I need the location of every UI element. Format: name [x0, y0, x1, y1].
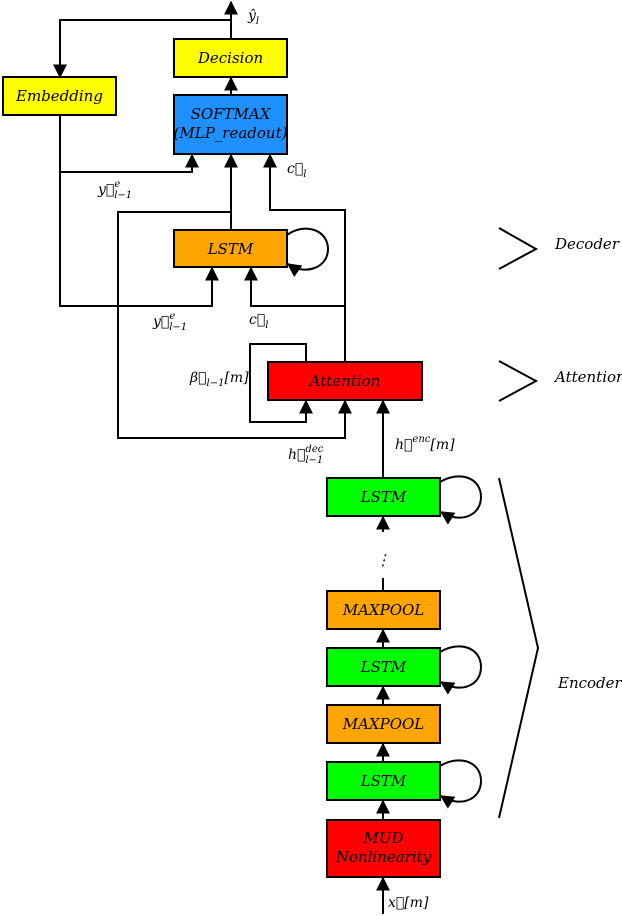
decoder-group-label: Decoder [554, 235, 620, 253]
edge-context-to-decoder-lstm [244, 266, 345, 307]
node-maxpool-upper: MAXPOOL [326, 590, 441, 630]
encoder-lstm-mid-self-loop [439, 645, 483, 695]
node-embedding: Embedding [2, 76, 117, 116]
node-decision: Decision [173, 38, 288, 78]
edge-output-to-embedding [53, 19, 231, 79]
recurrent-loops [286, 227, 483, 809]
signal-x-input: x⃗[m] [388, 895, 429, 911]
edge-context-to-softmax [263, 153, 346, 362]
edge-embedding-to-decoder-lstm [59, 172, 219, 307]
edge-decoder-state-to-attention [117, 211, 352, 439]
decoder-lstm-self-loop [286, 227, 330, 277]
node-attention: Attention [267, 361, 423, 401]
encoder-group-label: Encoder [557, 674, 622, 692]
group-encoder: Encoder [498, 477, 622, 819]
node-encoder-lstm-bottom: LSTM [326, 761, 441, 801]
node-encoder-lstm-top: LSTM [326, 477, 441, 517]
decoder-lstm-label: LSTM [207, 240, 254, 258]
edge-attention-beta-loop [249, 343, 313, 423]
group-decoder: Decoder [498, 227, 620, 270]
node-mud-nonlinearity: MUD Nonlinearity [326, 819, 441, 878]
maxpool-upper-label: MAXPOOL [342, 601, 425, 619]
mud-label-line2: Nonlinearity [335, 848, 432, 866]
mud-label-line1: MUD [362, 829, 403, 847]
connections [53, 0, 390, 914]
encoder-lstm-top-label: LSTM [360, 488, 407, 506]
edge-embedding-to-softmax [59, 116, 199, 173]
node-softmax: SOFTMAX (MLP_readout) [173, 94, 288, 155]
embedding-label: Embedding [15, 87, 103, 105]
group-attention: Attention [498, 360, 622, 402]
node-encoder-lstm-mid: LSTM [326, 647, 441, 687]
softmax-label-line2: (MLP_readout) [174, 124, 288, 142]
softmax-label-line1: SOFTMAX [191, 105, 272, 123]
encoder-lstm-bottom-self-loop [439, 759, 483, 809]
encoder-lstm-bottom-label: LSTM [360, 772, 407, 790]
encoder-lstm-top-self-loop [439, 475, 483, 525]
encoder-ellipsis: ⋮ [376, 551, 391, 569]
attention-group-label: Attention [553, 368, 622, 386]
attention-brace [498, 360, 539, 402]
decoder-brace [498, 227, 539, 270]
signal-h-enc: h⃗enc[m] [395, 434, 455, 453]
signal-beta: β⃗l−1[m] [189, 370, 249, 389]
maxpool-lower-label: MAXPOOL [342, 715, 425, 733]
node-decoder-lstm: LSTM [173, 229, 288, 268]
signal-c-top: c⃗l [287, 161, 306, 180]
signal-c-mid: c⃗l [249, 312, 268, 331]
decision-label: Decision [197, 49, 263, 67]
encoder-brace [498, 477, 540, 819]
node-maxpool-lower: MAXPOOL [326, 704, 441, 744]
signal-y-hat: ŷl [247, 7, 259, 27]
attention-label: Attention [308, 372, 381, 390]
encoder-lstm-mid-label: LSTM [360, 658, 407, 676]
